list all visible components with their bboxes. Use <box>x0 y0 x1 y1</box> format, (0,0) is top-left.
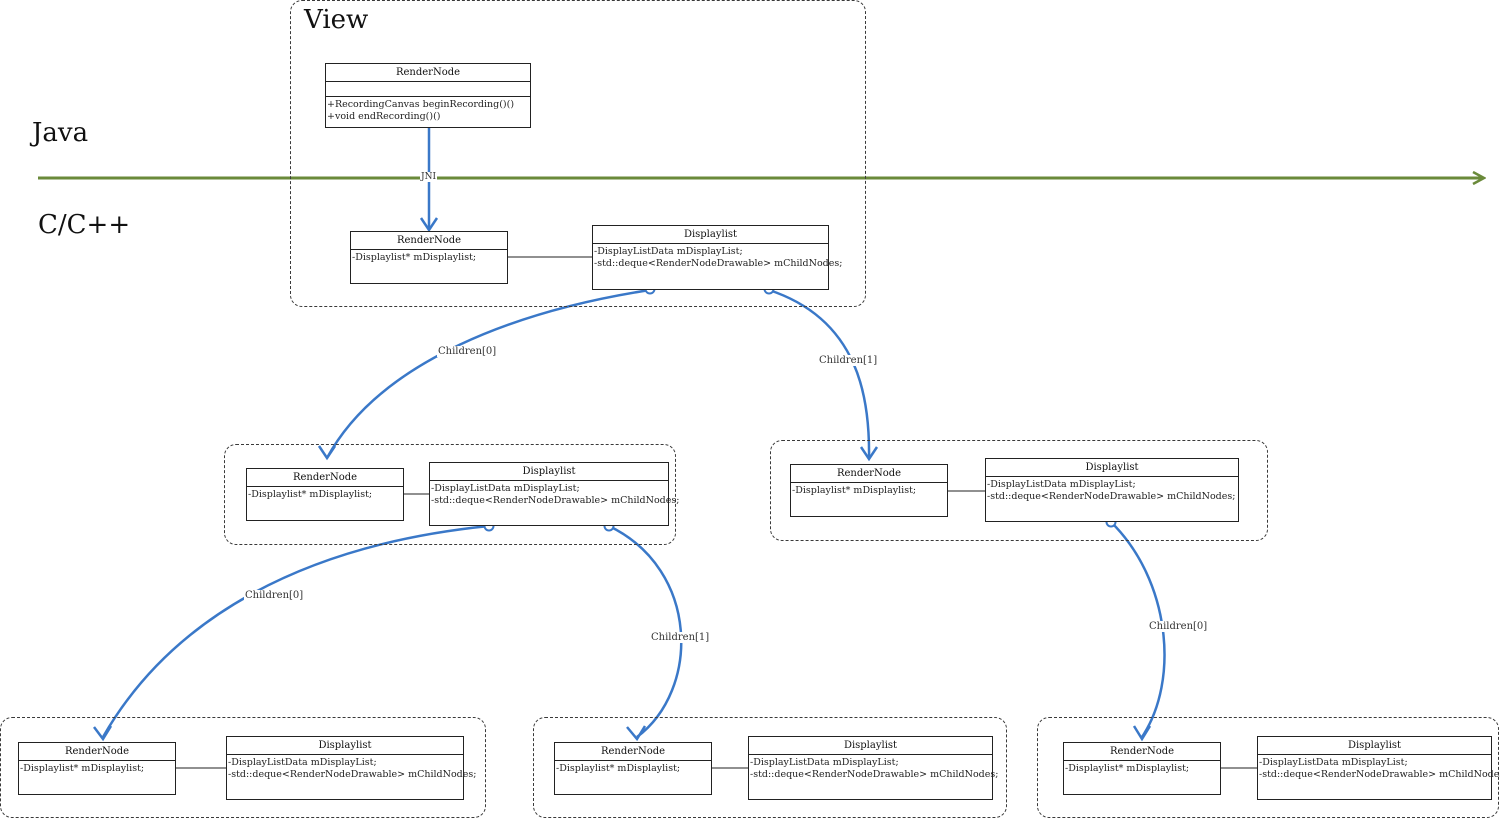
class-fields: -DisplayListData mDisplayList; -std::deq… <box>430 481 680 509</box>
class-title: Displaylist <box>430 463 668 481</box>
class-title: RenderNode <box>19 743 175 761</box>
class-title: Displaylist <box>227 737 463 755</box>
field: -DisplayListData mDisplayList; <box>228 757 377 768</box>
class-title: RenderNode <box>247 469 403 487</box>
child-link-root-0 <box>325 288 651 459</box>
render-node-class: RenderNode -Displaylist* mDisplaylist; <box>554 742 712 795</box>
field: -DisplayListData mDisplayList; <box>431 483 580 494</box>
class-field: -Displaylist* mDisplaylist; <box>792 485 917 496</box>
class-title: RenderNode <box>351 232 507 250</box>
class-field: -Displaylist* mDisplaylist; <box>248 489 373 500</box>
field: -std::deque<RenderNodeDrawable> mChildNo… <box>987 491 1236 502</box>
class-fields: -DisplayListData mDisplayList; -std::deq… <box>227 755 477 783</box>
displaylist-class: Displaylist -DisplayListData mDisplayLis… <box>1257 736 1500 800</box>
children0-label-right: Children[0] <box>1148 621 1209 632</box>
displaylist-class: Displaylist -DisplayListData mDisplayLis… <box>985 458 1239 522</box>
field: -DisplayListData mDisplayList; <box>1259 757 1408 768</box>
view-label: View <box>304 5 369 35</box>
displaylist-class: Displaylist -DisplayListData mDisplayLis… <box>592 225 843 290</box>
render-node-class: RenderNode -Displaylist* mDisplaylist; <box>18 742 176 795</box>
jni-label: JNI <box>420 172 438 182</box>
child-link-mid-0 <box>101 524 490 738</box>
class-title: Displaylist <box>593 226 828 244</box>
class-methods: +RecordingCanvas beginRecording()() +voi… <box>326 97 530 125</box>
field: -DisplayListData mDisplayList; <box>750 757 899 768</box>
class-title: RenderNode <box>555 743 711 761</box>
class-field: -Displaylist* mDisplaylist; <box>1065 763 1190 774</box>
class-fields <box>326 82 530 97</box>
class-fields: -DisplayListData mDisplayList; -std::deq… <box>1258 755 1500 783</box>
displaylist-class: Displaylist -DisplayListData mDisplayLis… <box>429 462 680 526</box>
field: -DisplayListData mDisplayList; <box>594 246 743 257</box>
child-link-root-1 <box>768 288 871 460</box>
child-group-level1-left <box>224 444 676 545</box>
render-node-class: RenderNode -Displaylist* mDisplaylist; <box>790 464 948 517</box>
field: -std::deque<RenderNodeDrawable> mChildNo… <box>594 258 843 269</box>
children0-label-mid: Children[0] <box>244 590 305 601</box>
child-group-level2-mid <box>533 717 1007 818</box>
cpp-label: C/C++ <box>38 210 131 240</box>
child-group-level2-right <box>1037 717 1499 818</box>
child-group-level1-right <box>770 440 1268 541</box>
method: +RecordingCanvas beginRecording()() <box>327 99 515 110</box>
child-group-level2-left <box>0 717 486 818</box>
children0-label-root: Children[0] <box>437 346 498 357</box>
class-title: RenderNode <box>326 64 530 82</box>
class-field: -Displaylist* mDisplaylist; <box>352 252 477 263</box>
displaylist-class: Displaylist -DisplayListData mDisplayLis… <box>748 736 999 800</box>
class-title: Displaylist <box>749 737 992 755</box>
field: -std::deque<RenderNodeDrawable> mChildNo… <box>431 495 680 506</box>
class-title: Displaylist <box>1258 737 1491 755</box>
displaylist-class: Displaylist -DisplayListData mDisplayLis… <box>226 736 477 800</box>
java-render-node-class: RenderNode +RecordingCanvas beginRecordi… <box>325 63 531 128</box>
method: +void endRecording()() <box>327 111 441 122</box>
java-label: Java <box>32 118 89 148</box>
field: -std::deque<RenderNodeDrawable> mChildNo… <box>1259 769 1500 780</box>
class-field: -Displaylist* mDisplaylist; <box>556 763 681 774</box>
class-field: -Displaylist* mDisplaylist; <box>20 763 145 774</box>
class-fields: -DisplayListData mDisplayList; -std::deq… <box>986 477 1238 505</box>
render-node-class: RenderNode -Displaylist* mDisplaylist; <box>350 231 508 284</box>
class-title: RenderNode <box>1064 743 1220 761</box>
render-node-class: RenderNode -Displaylist* mDisplaylist; <box>246 468 404 521</box>
field: -DisplayListData mDisplayList; <box>987 479 1136 490</box>
class-fields: -DisplayListData mDisplayList; -std::deq… <box>593 244 843 272</box>
class-fields: -DisplayListData mDisplayList; -std::deq… <box>749 755 999 783</box>
field: -std::deque<RenderNodeDrawable> mChildNo… <box>750 769 999 780</box>
children1-label-mid: Children[1] <box>650 632 711 643</box>
class-title: Displaylist <box>986 459 1238 477</box>
render-node-class: RenderNode -Displaylist* mDisplaylist; <box>1063 742 1221 795</box>
view-group <box>290 0 866 307</box>
class-title: RenderNode <box>791 465 947 483</box>
field: -std::deque<RenderNodeDrawable> mChildNo… <box>228 769 477 780</box>
children1-label-root: Children[1] <box>818 355 879 366</box>
